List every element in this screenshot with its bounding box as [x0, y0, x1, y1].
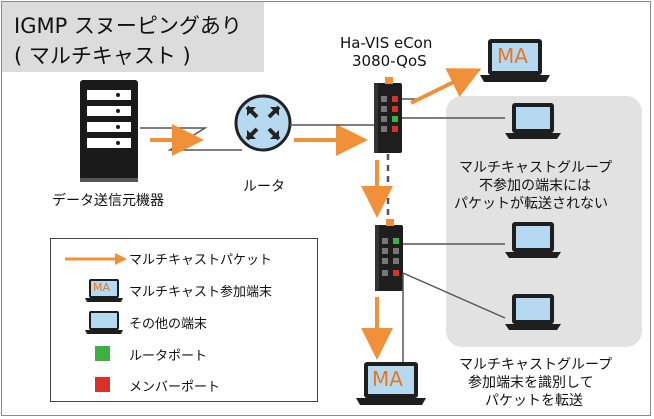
legend-label-other: その他の端末 [129, 317, 208, 332]
router-icon [234, 94, 292, 152]
switch-2-icon [375, 219, 403, 291]
device-name-line-2: 3080-QoS [352, 52, 427, 70]
member-note-1: マルチキャストグループ [459, 357, 613, 373]
title-box: IGMP スヌーピングあり ( マルチキャスト ) [2, 2, 264, 72]
ma-laptop-icon [85, 279, 123, 302]
legend-label-packet: マルチキャストパケット [129, 253, 273, 268]
legend-label-router-port: ルータポート [129, 349, 208, 364]
green-square-icon [95, 346, 110, 361]
router-label: ルータ [243, 179, 285, 195]
orange-arrow-icon [65, 253, 127, 265]
ma-laptop-top-icon [480, 39, 550, 82]
ma-label-top: MA [497, 44, 528, 68]
title-line-1: IGMP スヌーピングあり [14, 14, 242, 38]
legend-ma-icon-text: MA [93, 281, 111, 294]
server-label: データ送信元機器 [52, 193, 164, 209]
ma-laptop-bottom-icon [356, 362, 426, 405]
switch-1-icon [374, 77, 402, 153]
laptop-mid-icon [505, 222, 561, 258]
non-member-note-1: マルチキャストグループ [459, 160, 613, 176]
legend-label-ma: マルチキャスト参加端末 [129, 285, 273, 300]
laptop-top-icon [505, 103, 561, 139]
non-member-note-3: パケットが転送されない [454, 196, 608, 212]
red-square-icon [95, 377, 110, 392]
member-note-3: パケットを転送 [485, 393, 583, 409]
laptop-icon [85, 311, 123, 334]
legend: マルチキャストパケット MA マルチキャスト参加端末 その他の端末 ルータポート… [50, 238, 318, 402]
legend-label-member-port: メンバーポート [129, 380, 221, 395]
member-note-2: 参加端末を識別して [468, 375, 594, 391]
non-member-note-2: 不参加の端末には [479, 178, 591, 194]
ma-label-bottom: MA [372, 367, 403, 391]
device-name-line-1: Ha-VIS eCon [340, 34, 433, 52]
cable-to-laptop-low [402, 272, 506, 319]
arrow-switch-ma-top [410, 68, 482, 105]
server-icon [80, 80, 138, 182]
title-line-2: ( マルチキャスト ) [14, 44, 191, 68]
laptop-low-icon [505, 294, 561, 330]
